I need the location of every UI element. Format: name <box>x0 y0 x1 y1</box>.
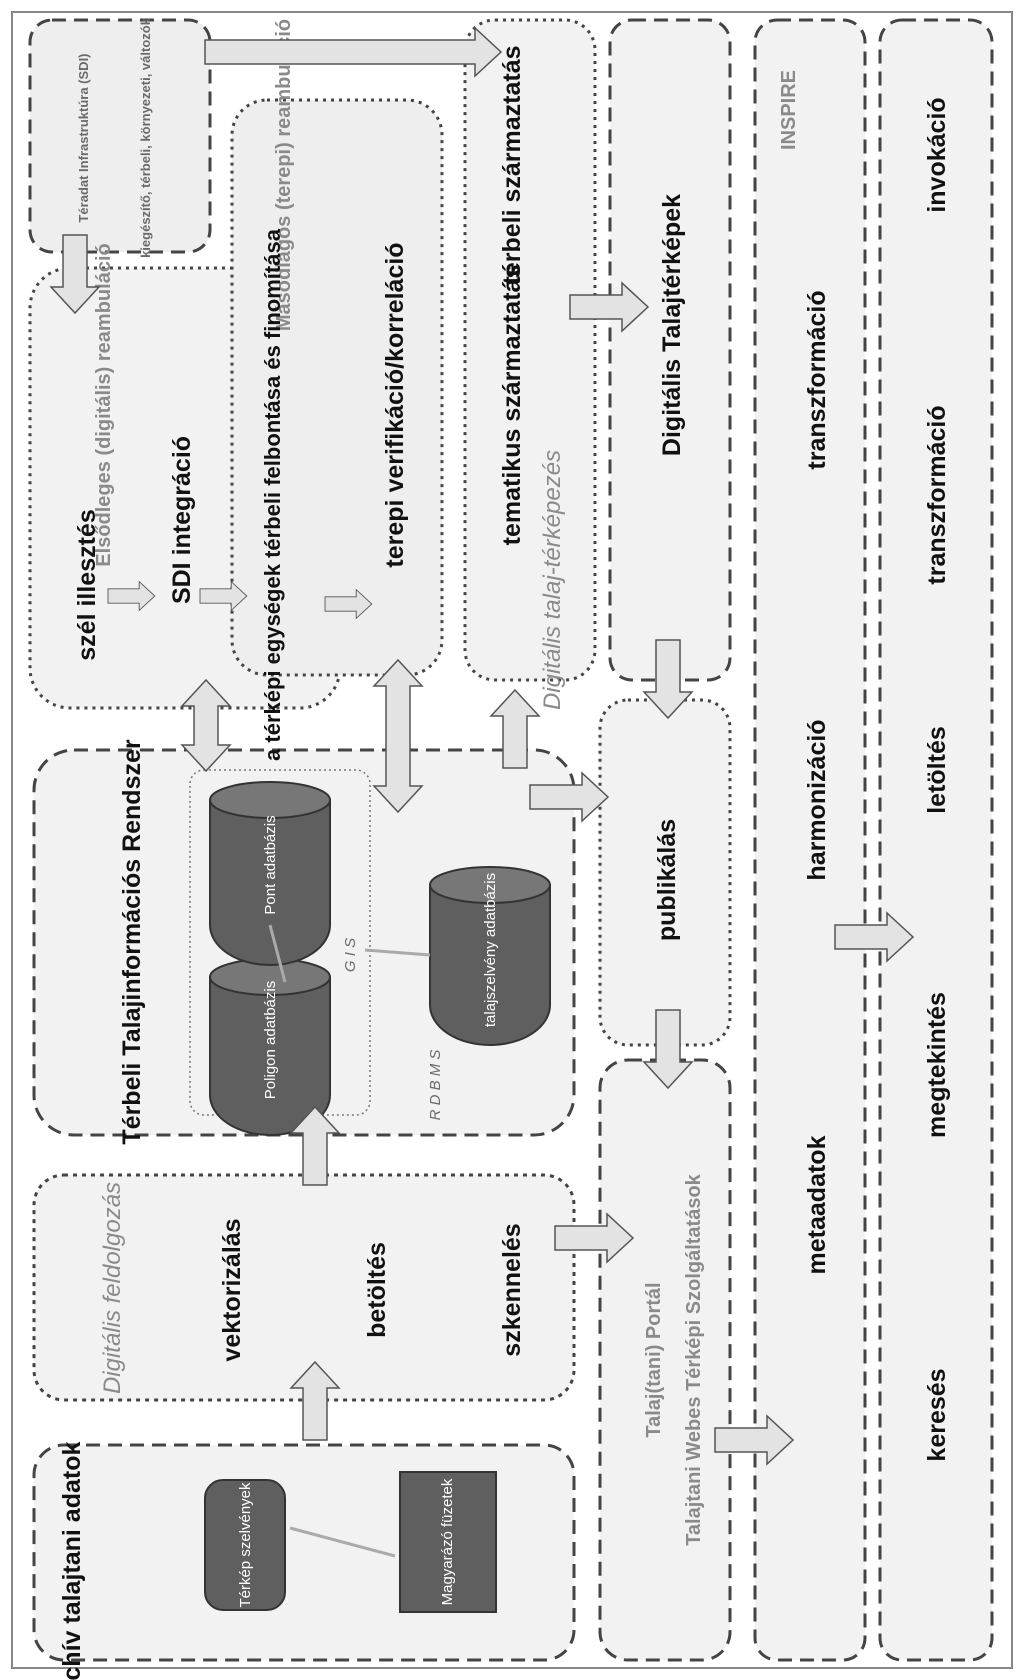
polygon-db-label: Poligon adatbázis <box>262 981 279 1099</box>
gis-inner-frame <box>189 769 371 1116</box>
db-link-2 <box>364 948 431 957</box>
dsm-box: Digitális talaj-térképezés tematikus szá… <box>463 18 597 710</box>
sdi-subtitle: kiegészítő, térbeli, környezeti, változó… <box>138 17 153 258</box>
verification-label: terepi verifikáció/korreláció <box>381 242 409 567</box>
sdi-box: Téradat Infrastruktúra (SDI) kiegészítő,… <box>28 17 212 258</box>
sdi-integration-label: SDI integráció <box>168 436 196 604</box>
gis-label: G I S <box>342 938 359 972</box>
edge-matching-label: szél illesztés <box>73 509 101 660</box>
portal-box: Talaj(tani) Portál Talajtani Webes Térké… <box>598 1058 732 1662</box>
scanning-label: szkennelés <box>498 1223 526 1356</box>
gis-box: Térbeli Talajinformációs Rendszer Poligo… <box>32 739 576 1145</box>
map-sheets-label: Térkép szelvények <box>237 1482 254 1608</box>
services-box: keresés megtekintés letöltés transzformá… <box>878 18 994 1662</box>
soilsheet-db-label: talajszelvény adatbázis <box>482 873 499 1027</box>
arrow-sdi-to-dsm <box>204 26 503 78</box>
sdi-title: Téradat Infrastruktúra (SDI) <box>76 53 91 222</box>
portal-title: Talaj(tani) Portál <box>643 1282 665 1437</box>
thematic-label: tematikus származtatás <box>498 265 526 546</box>
point-db-label: Pont adatbázis <box>262 815 279 914</box>
rdbms-label: R D B M S <box>427 1050 444 1121</box>
inspire-title: INSPIRE <box>778 70 800 150</box>
digital-processing-box: Digitális feldolgozás vektorizálás betöl… <box>32 1173 576 1402</box>
digital-maps-box: Digitális Talajtérképek <box>608 18 732 682</box>
point-db: Pont adatbázis <box>209 781 331 966</box>
arrows <box>50 26 914 1465</box>
map-sheets-box <box>204 1479 286 1611</box>
loading-label: betöltés <box>363 1242 391 1338</box>
dsm-title: Digitális talaj-térképezés <box>539 450 566 710</box>
gis-title: Térbeli Talajinformációs Rendszer <box>118 739 146 1144</box>
primary-title: Elsődleges (digitális) reambuláció <box>93 243 115 566</box>
polygon-db: Poligon adatbázis <box>209 958 331 1136</box>
portal-subtitle: Talajtani Webes Térképi Szolgáltatások <box>683 1173 705 1545</box>
archive-box: Archív talajtani adatok Térkép szelvénye… <box>32 1442 576 1680</box>
publishing-box: publikálás <box>598 698 732 1047</box>
services-transformation-label: transzformáció <box>923 405 951 584</box>
double-arrow-primary-gis <box>180 678 232 773</box>
metadata-label: metaadatok <box>803 1135 831 1274</box>
download-label: letöltés <box>923 726 951 814</box>
double-arrow-verification-gis <box>372 658 424 814</box>
secondary-title: Másodlagos (terepi) reambuláció <box>273 19 295 331</box>
spatial-label: térbeli származtatás <box>498 45 526 284</box>
invoke-label: invokáció <box>923 97 951 212</box>
notes-label: Magyarázó füzetek <box>439 1478 456 1605</box>
archive-link <box>289 1526 396 1558</box>
digital-maps-label: Digitális Talajtérképek <box>658 194 686 456</box>
harmonization-label: harmonizáció <box>803 719 831 880</box>
publishing-label: publikálás <box>653 819 681 941</box>
inspire-box: INSPIRE metaadatok harmonizáció transzfo… <box>753 18 867 1662</box>
vectorizing-label: vektorizálás <box>218 1218 246 1361</box>
refinement-label: a térképi egységek térbeli felbontása és… <box>260 228 285 761</box>
view-label: megtekintés <box>923 992 951 1138</box>
secondary-reambulation-box: Másodlagos (terepi) reambuláció a térkép… <box>230 19 444 761</box>
soilsheet-db: talajszelvény adatbázis <box>429 866 551 1046</box>
digital-processing-title: Digitális feldolgozás <box>99 1182 126 1394</box>
search-label: keresés <box>923 1368 951 1461</box>
inspire-transformation-label: transzformáció <box>803 290 831 469</box>
archive-title: Archív talajtani adatok <box>58 1442 86 1680</box>
notes-box <box>399 1471 497 1613</box>
db-link-1 <box>268 924 287 983</box>
